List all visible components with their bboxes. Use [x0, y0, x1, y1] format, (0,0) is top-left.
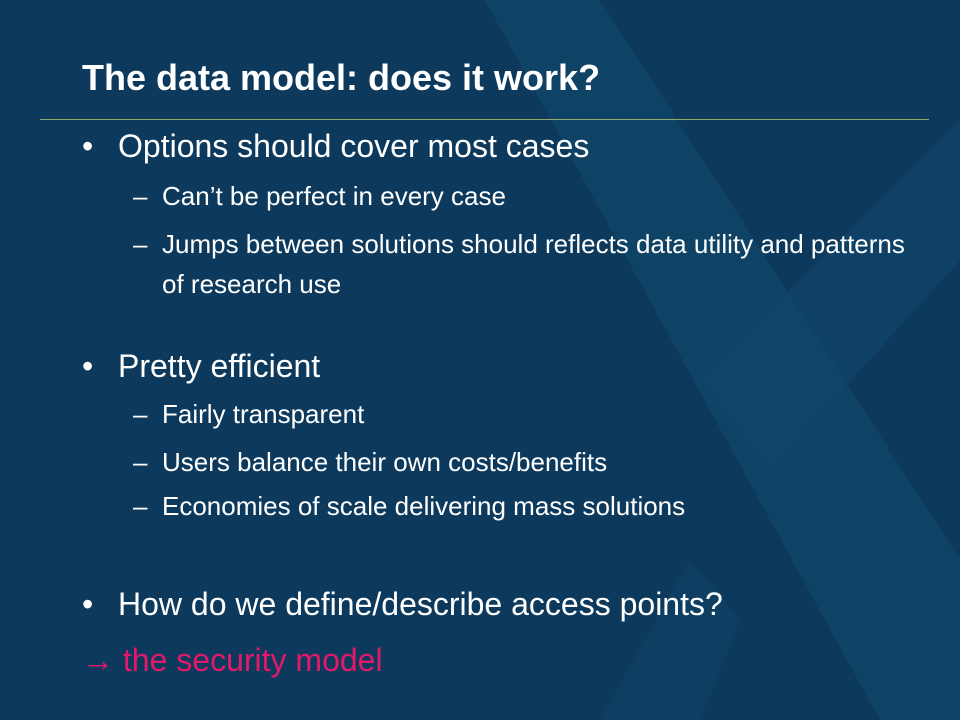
bullet-access-points: • How do we define/describe access points… [82, 584, 723, 624]
sub-bullet-perfect: – Can’t be perfect in every case [133, 176, 923, 216]
sub-bullet-economies: – Economies of scale delivering mass sol… [133, 486, 923, 526]
sub-bullet-transparent: – Fairly transparent [133, 394, 923, 434]
bullet-marker: • [82, 348, 94, 384]
dash-marker: – [133, 399, 148, 429]
dash-marker: – [133, 491, 148, 521]
bullet-marker: • [82, 128, 94, 164]
bullet-text: Options should cover most cases [118, 128, 590, 164]
bullet-options: • Options should cover most cases [82, 126, 589, 166]
dash-marker: – [133, 181, 148, 211]
title-divider [40, 119, 929, 120]
sub-bullet-text: Economies of scale delivering mass solut… [162, 491, 686, 521]
sub-bullet-text: Can’t be perfect in every case [162, 181, 506, 211]
bullet-text: Pretty efficient [118, 348, 321, 384]
sub-bullet-jumps: – Jumps between solutions should reflect… [133, 224, 923, 304]
sub-bullet-text: Jumps between solutions should reflects … [162, 229, 905, 299]
conclusion-security-model: → the security model [82, 642, 383, 678]
sub-bullet-text: Fairly transparent [162, 399, 365, 429]
dash-marker: – [133, 447, 148, 477]
sub-bullet-text: Users balance their own costs/benefits [162, 447, 608, 477]
bullet-efficient: • Pretty efficient [82, 346, 320, 386]
sub-bullet-balance: – Users balance their own costs/benefits [133, 442, 923, 482]
dash-marker: – [133, 229, 148, 259]
bullet-marker: • [82, 586, 94, 622]
slide-title: The data model: does it work? [82, 57, 601, 98]
bullet-text: How do we define/describe access points? [118, 586, 723, 622]
